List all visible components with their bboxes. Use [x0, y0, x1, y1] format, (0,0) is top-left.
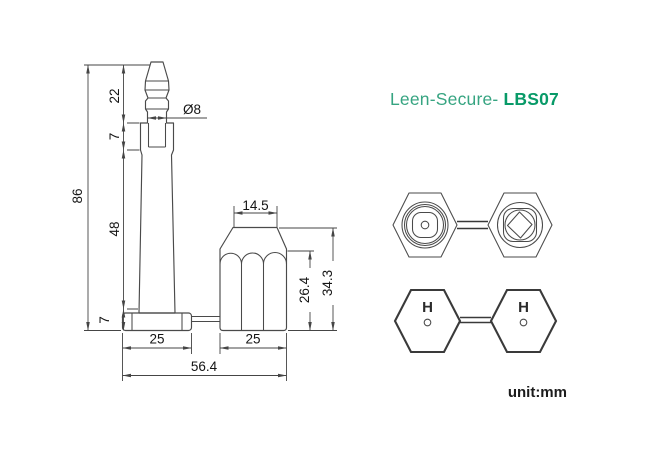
pin-head-boss — [411, 211, 439, 239]
dim-total-length-label: 56.4 — [191, 359, 218, 374]
pin-base-flange — [121, 312, 193, 332]
dim-barrel-total-height-label: 34.3 — [320, 270, 335, 296]
bottom-view-right-hexagon — [489, 288, 558, 354]
dimension-annotations: 86 22 7 48 7 Ø8 14.5 26.4 — [70, 64, 337, 381]
pin-base-flange-lines — [131, 313, 183, 331]
dim-barrel-width: 25 — [219, 332, 287, 381]
dim-pin-base-width-label: 25 — [149, 332, 164, 347]
bottom-view-left-hexagon — [393, 288, 462, 354]
left-head-pin-dot — [423, 318, 432, 327]
dim-barrel-top-width: 14.5 — [233, 198, 278, 227]
top-view-connector — [457, 220, 488, 230]
barrel-top-ring — [496, 201, 544, 249]
pin-detail-lines — [145, 80, 169, 148]
dim-pin-base-width: 25 — [122, 332, 192, 381]
pin-head-center-dot — [420, 220, 430, 230]
left-head-marking: H — [422, 299, 433, 316]
dim-flange-section-label: 7 — [97, 316, 112, 324]
barrel-top-socket — [502, 207, 538, 243]
dim-barrel-total-height: 34.3 — [279, 227, 337, 331]
pin-outline — [138, 61, 176, 314]
bottom-view-connector — [460, 316, 491, 324]
dim-collar-section-label: 7 — [107, 133, 122, 141]
top-view-right-hexagon — [487, 192, 553, 258]
pin-head-ring-mid — [403, 203, 447, 247]
barrel-flutes — [219, 252, 288, 331]
seal-top-view — [392, 192, 553, 258]
dim-barrel-top-width-label: 14.5 — [242, 198, 268, 213]
dim-barrel-width-label: 25 — [245, 332, 260, 347]
dim-shaft-section-label: 48 — [107, 221, 122, 236]
bolt-pin-front-view — [121, 61, 220, 332]
dim-pin-sections: 22 7 48 7 — [97, 64, 140, 331]
unit-label: unit:mm — [508, 384, 567, 401]
barrel-square-hole — [506, 211, 533, 239]
top-view-left-hexagon — [392, 192, 458, 258]
product-title: Leen-Secure- LBS07 — [390, 89, 559, 109]
product-model: LBS07 — [504, 89, 559, 109]
dim-overall-height-label: 86 — [70, 188, 85, 203]
dim-pin-diameter-label: Ø8 — [183, 102, 201, 117]
barrel-top-bore — [504, 209, 536, 241]
dim-pin-diameter: Ø8 — [147, 102, 207, 120]
dim-barrel-body-height-label: 26.4 — [297, 276, 312, 303]
lock-barrel-front-view — [219, 226, 288, 332]
dim-tip-section-label: 22 — [107, 88, 122, 103]
dim-overall-height: 86 — [70, 64, 150, 331]
barrel-outline — [219, 226, 288, 332]
dim-total-length: 56.4 — [122, 359, 287, 378]
pin-head-ring-inner — [405, 205, 445, 245]
product-brand: Leen-Secure- — [390, 89, 498, 109]
pin-head-ring-outer — [401, 201, 449, 249]
right-head-pin-dot — [519, 318, 528, 327]
seal-wire-rod — [191, 315, 220, 323]
seal-bottom-view: H H — [393, 288, 558, 354]
right-head-marking: H — [518, 299, 529, 316]
dim-barrel-body-height: 26.4 — [287, 250, 337, 331]
